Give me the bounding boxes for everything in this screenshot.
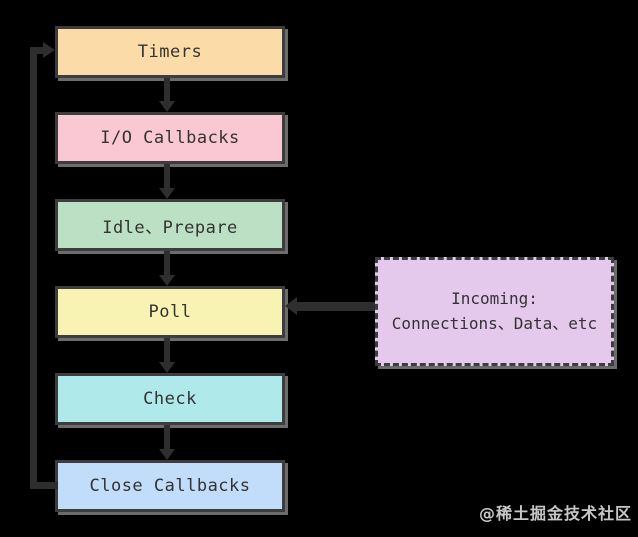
arrow-down-icon — [159, 449, 175, 460]
node-check-label: Check — [143, 389, 197, 409]
arrow-down-icon — [159, 362, 175, 373]
edge-check-to-close — [164, 425, 170, 449]
node-timers: Timers — [55, 26, 285, 78]
arrow-down-icon — [159, 275, 175, 286]
node-io-callbacks-label: I/O Callbacks — [100, 128, 240, 148]
edge-timers-to-io — [164, 78, 170, 101]
node-timers-label: Timers — [137, 42, 203, 62]
edge-incoming-to-poll — [296, 302, 375, 311]
edge-close-to-timers-vertical — [30, 47, 37, 484]
arrow-down-icon — [159, 188, 175, 199]
node-check: Check — [55, 373, 285, 425]
node-poll-label: Poll — [148, 302, 192, 322]
node-incoming: Incoming: Connections、Data、etc — [375, 257, 614, 366]
node-incoming-line1: Incoming: — [451, 288, 538, 308]
node-close-callbacks-label: Close Callbacks — [89, 476, 251, 496]
node-io-callbacks: I/O Callbacks — [55, 112, 285, 164]
edge-close-to-timers-bottom — [30, 482, 58, 489]
node-incoming-line2: Connections、Data、etc — [391, 313, 598, 333]
node-idle-prepare-label: Idle、Prepare — [102, 217, 238, 238]
node-idle-prepare: Idle、Prepare — [55, 199, 285, 251]
arrow-down-icon — [159, 101, 175, 112]
watermark: @稀土掘金技术社区 — [478, 504, 632, 523]
node-poll: Poll — [55, 286, 285, 338]
edge-close-to-timers-top — [33, 47, 44, 54]
edge-io-to-idle — [164, 164, 170, 188]
arrow-right-icon — [43, 42, 55, 58]
arrow-left-icon — [285, 297, 297, 315]
node-close-callbacks: Close Callbacks — [55, 460, 285, 512]
edge-idle-to-poll — [164, 251, 170, 275]
edge-poll-to-check — [164, 338, 170, 362]
